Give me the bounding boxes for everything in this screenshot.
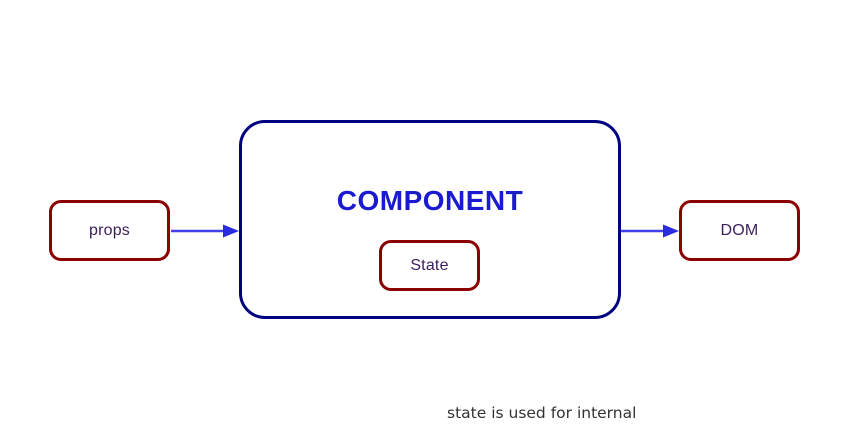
arrow-right-icon [171, 224, 239, 238]
container-component[interactable]: COMPONENT [239, 120, 621, 319]
diagram-caption: state is used for internal communication… [447, 353, 727, 440]
arrow-props-to-component [171, 223, 239, 239]
node-dom[interactable]: DOM [679, 200, 800, 261]
component-title: COMPONENT [336, 185, 524, 216]
node-state-label: State [410, 256, 449, 274]
arrow-right-icon [621, 224, 679, 238]
node-dom-label: DOM [720, 221, 759, 239]
node-props[interactable]: props [49, 200, 170, 261]
node-props-label: props [88, 221, 131, 239]
node-state[interactable]: State [379, 240, 480, 291]
caption-line-1: state is used for internal [447, 404, 637, 422]
arrow-component-to-dom [621, 223, 679, 239]
